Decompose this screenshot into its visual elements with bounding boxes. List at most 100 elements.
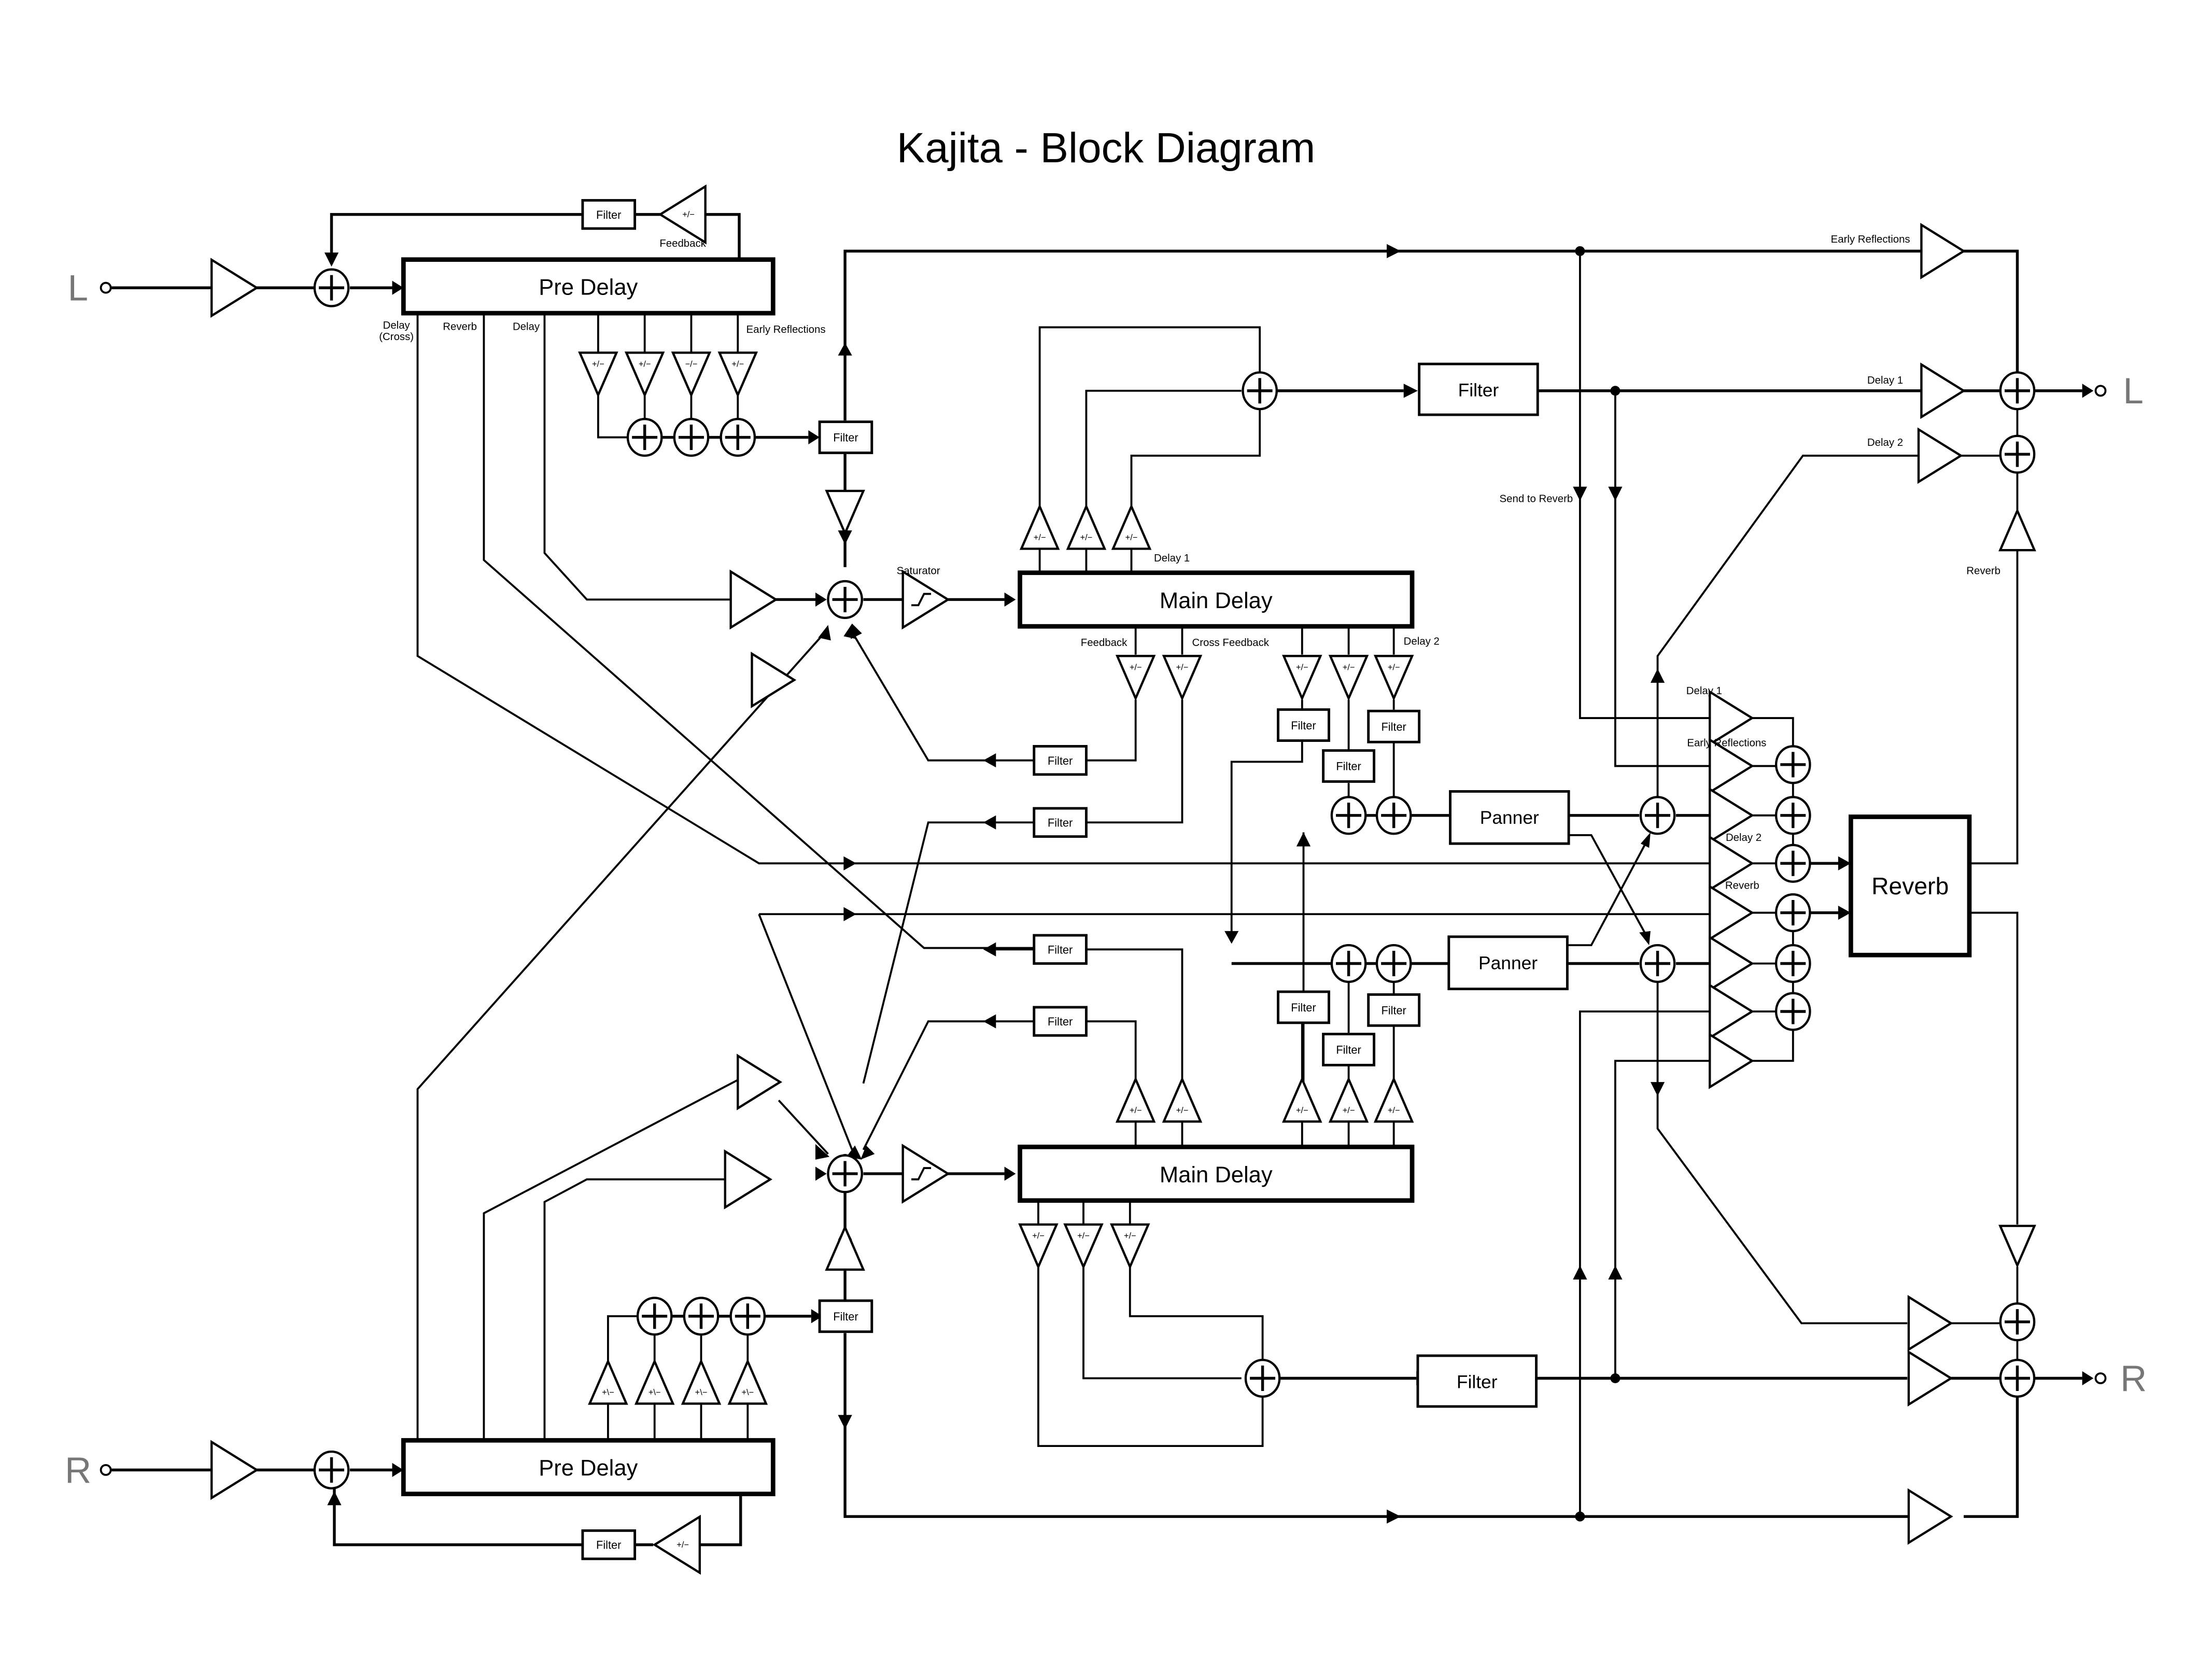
gain-amplifier[interactable] [825,489,865,537]
summing-junction[interactable] [1244,1358,1281,1398]
summing-junction[interactable] [1774,796,1811,835]
output-right-terminal[interactable] [2094,1372,2107,1384]
summing-junction[interactable] [1774,745,1811,784]
gain-amplifier[interactable] [1709,935,1754,992]
gain-amplifier[interactable] [1907,1295,1953,1352]
gain-amplifier[interactable] [1709,690,1754,747]
gain-amplifier[interactable]: +/− [624,352,665,398]
panner-bottom-block[interactable]: Panner [1447,935,1569,990]
gain-amplifier[interactable] [1920,222,1966,279]
gain-amplifier[interactable]: +/− [1066,503,1107,550]
output-left-terminal[interactable] [2094,385,2107,397]
gain-amplifier[interactable] [1709,787,1754,844]
summing-junction[interactable] [827,580,863,620]
gain-amplifier[interactable]: +\− [681,1358,722,1405]
gain-amplifier[interactable]: +\− [727,1358,768,1405]
summing-junction[interactable] [636,1297,673,1336]
gain-amplifier[interactable]: +/− [1328,1076,1369,1123]
gain-amplifier[interactable]: +/− [1018,1223,1059,1270]
gain-amplifier[interactable]: +/− [1110,1223,1150,1270]
reverb-block[interactable]: Reverb [1848,814,1972,958]
summing-junction[interactable] [720,417,756,457]
summing-junction[interactable] [313,268,350,307]
summing-junction[interactable] [313,1450,350,1489]
filter-block[interactable]: Filter [1322,1033,1375,1066]
summing-junction[interactable] [1330,944,1367,983]
summing-junction[interactable] [1774,944,1811,983]
summing-junction[interactable] [1774,893,1811,933]
summing-junction[interactable] [1774,843,1811,883]
summing-junction[interactable] [1999,1302,2036,1342]
gain-amplifier[interactable] [1907,1488,1953,1545]
gain-amplifier[interactable]: +/− [658,184,707,245]
gain-amplifier[interactable]: +/− [1282,1076,1322,1123]
summing-junction[interactable] [683,1297,720,1336]
filter-block[interactable]: Filter [581,1529,637,1560]
gain-amplifier[interactable] [1709,884,1754,941]
gain-amplifier[interactable]: +/− [1373,1076,1414,1123]
gain-amplifier[interactable] [901,569,950,630]
gain-amplifier[interactable]: +/− [1115,1076,1156,1123]
gain-amplifier[interactable] [737,1053,783,1110]
gain-amplifier[interactable] [210,258,259,318]
pre-delay-top-block[interactable]: Pre Delay [401,257,776,316]
gain-amplifier[interactable] [825,1224,865,1271]
summing-junction[interactable] [1375,796,1412,835]
summing-junction[interactable] [1999,1358,2036,1398]
gain-amplifier[interactable] [210,1440,259,1500]
filter-block[interactable]: Filter [1033,1006,1088,1037]
gain-amplifier[interactable]: +/− [1162,1076,1203,1123]
gain-amplifier[interactable] [729,569,778,630]
input-right-terminal[interactable] [100,1464,112,1476]
gain-amplifier[interactable] [1920,362,1966,419]
gain-amplifier[interactable] [1709,1032,1754,1089]
gain-amplifier[interactable] [1709,835,1754,892]
gain-amplifier[interactable]: +/− [1063,1223,1104,1270]
summing-junction[interactable] [1999,434,2036,474]
filter-block[interactable]: Filter [1322,749,1375,783]
gain-amplifier[interactable] [901,1144,950,1204]
gain-amplifier[interactable]: +/− [717,352,758,398]
filter-block[interactable]: Filter [1367,709,1421,743]
summing-junction[interactable] [1375,944,1412,983]
summing-junction[interactable] [626,417,663,457]
gain-amplifier[interactable]: +\− [588,1358,628,1405]
gain-amplifier[interactable]: +/− [652,1514,701,1575]
filter-block[interactable]: Filter [581,199,637,230]
gain-amplifier[interactable]: −/− [671,352,712,398]
filter-block[interactable]: Filter [1277,990,1330,1024]
filter-delay2-out-block[interactable]: Filter [1416,1354,1538,1408]
summing-junction[interactable] [1639,944,1676,983]
gain-amplifier[interactable]: +/− [1162,655,1203,701]
gain-amplifier[interactable] [724,1149,772,1210]
panner-top-block[interactable]: Panner [1449,790,1570,845]
gain-amplifier[interactable]: +/− [1111,503,1152,550]
input-left-terminal[interactable] [100,282,112,294]
main-delay-bottom-block[interactable]: Main Delay [1018,1144,1415,1203]
summing-junction[interactable] [1242,371,1278,411]
summing-junction[interactable] [827,1154,863,1193]
summing-junction[interactable] [729,1297,766,1336]
gain-amplifier[interactable]: +/− [1282,655,1322,701]
summing-junction[interactable] [1774,992,1811,1031]
gain-amplifier[interactable] [1709,983,1754,1040]
filter-block[interactable]: Filter [818,1299,873,1333]
summing-junction[interactable] [673,417,710,457]
filter-block[interactable]: Filter [818,420,873,454]
gain-amplifier[interactable]: +/− [578,352,618,398]
filter-block[interactable]: Filter [1033,807,1088,838]
gain-amplifier[interactable] [1917,427,1963,484]
pre-delay-bottom-block[interactable]: Pre Delay [401,1438,776,1496]
filter-block[interactable]: Filter [1367,993,1421,1027]
summing-junction[interactable] [1639,796,1676,835]
filter-delay1-out-block[interactable]: Filter [1418,362,1539,416]
filter-block[interactable]: Filter [1033,745,1088,776]
gain-amplifier[interactable] [1998,1225,2036,1269]
gain-amplifier[interactable] [1998,508,2036,552]
gain-amplifier[interactable]: +/− [1328,655,1369,701]
gain-amplifier[interactable]: +/− [1373,655,1414,701]
gain-amplifier[interactable]: +\− [634,1358,675,1405]
filter-block[interactable]: Filter [1277,708,1330,742]
gain-amplifier[interactable] [1709,738,1754,795]
gain-amplifier[interactable] [751,652,797,709]
